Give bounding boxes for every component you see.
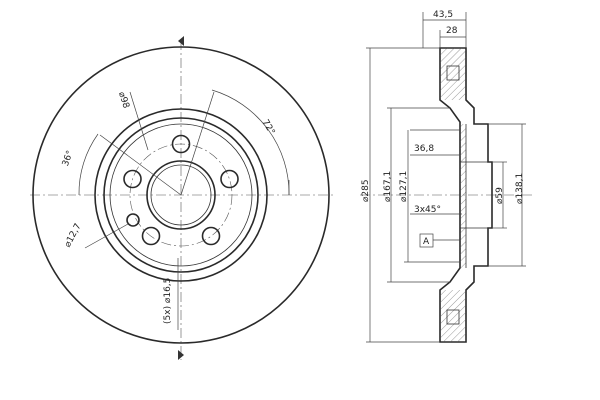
hat-step-circle bbox=[109, 123, 253, 267]
disc-friction-inner-circle bbox=[94, 108, 268, 282]
pcd-leader bbox=[129, 91, 149, 151]
angle-72-label: 72° bbox=[260, 118, 277, 137]
vane-top bbox=[446, 65, 460, 81]
chamfer-label: 3x45° bbox=[414, 205, 441, 215]
front-view: 72° 36° ⌀98 ⌀12,7 (5x) ⌀16,5 bbox=[30, 36, 335, 360]
small-holes bbox=[126, 213, 140, 227]
bolt-hole-label: (5x) ⌀16,5 bbox=[163, 278, 173, 324]
center-bore-inner bbox=[150, 164, 212, 226]
hatch-hat bbox=[460, 124, 466, 268]
datum-label: A bbox=[423, 237, 430, 247]
dim-width-disc: 28 bbox=[446, 26, 458, 36]
angle-72-arc bbox=[211, 89, 290, 196]
small-hole bbox=[126, 213, 140, 227]
bolt-holes bbox=[123, 134, 239, 246]
hat-outer-circle bbox=[103, 117, 259, 273]
bolt-hole bbox=[220, 169, 239, 189]
angle-36-arc bbox=[78, 133, 99, 196]
top-arrow bbox=[178, 36, 184, 46]
dim-d-bore: ⌀59 bbox=[495, 187, 505, 204]
bolt-hole bbox=[201, 226, 221, 246]
datum-box bbox=[419, 233, 434, 248]
angle-36-label: 36° bbox=[61, 149, 76, 167]
disc-outer-circle bbox=[32, 46, 330, 344]
hatch-bottom bbox=[440, 290, 466, 342]
pitch-circle bbox=[129, 143, 233, 247]
bottom-arrow bbox=[178, 350, 184, 360]
vane-bottom bbox=[446, 309, 460, 325]
dim-d-outer: ⌀285 bbox=[361, 179, 371, 202]
bolt-hole bbox=[171, 134, 191, 154]
hatch-top bbox=[440, 48, 466, 100]
dim-width-total: 43,5 bbox=[433, 10, 453, 20]
pcd-label: ⌀98 bbox=[116, 91, 131, 110]
dim-d-hat: ⌀127,1 bbox=[399, 171, 409, 202]
bolt-hole bbox=[141, 226, 161, 246]
small-hole-label: ⌀12,7 bbox=[63, 222, 84, 249]
dim-hat-depth: 36,8 bbox=[414, 144, 434, 154]
small-hole-leader bbox=[84, 223, 129, 249]
center-bore-outer bbox=[146, 160, 216, 230]
angle-36-leader bbox=[99, 134, 182, 196]
side-view: 43,5 28 36,8 3x45° A ⌀285 ⌀167,1 ⌀127,1 … bbox=[360, 10, 535, 343]
dim-d-hub: ⌀138,1 bbox=[515, 173, 525, 204]
dim-d-inner: ⌀167,1 bbox=[383, 171, 393, 202]
bolt-hole bbox=[123, 169, 142, 189]
angle-72-leader bbox=[180, 91, 215, 196]
